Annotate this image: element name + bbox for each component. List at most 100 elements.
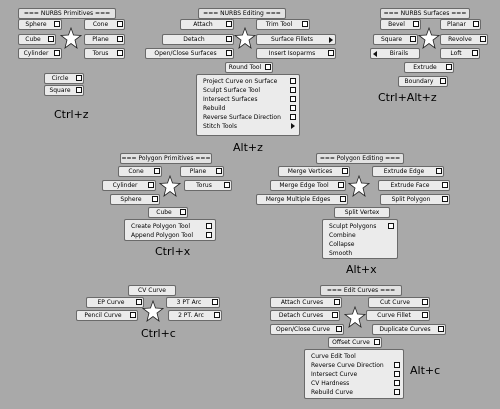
cube-button[interactable]: Cube <box>18 34 56 45</box>
ep-curve-button[interactable]: EP Curve <box>86 297 144 308</box>
option-box-icon[interactable] <box>328 50 334 56</box>
split-vertex-button[interactable]: Split Vertex <box>334 207 390 218</box>
cut-curve-button[interactable]: Cut Curve <box>368 297 430 308</box>
option-box-icon[interactable] <box>480 36 486 42</box>
option-box-icon[interactable] <box>117 21 123 27</box>
option-box-icon[interactable] <box>442 196 448 202</box>
option-box-icon[interactable] <box>340 196 346 202</box>
option-box-icon[interactable] <box>302 21 308 27</box>
option-box-icon[interactable] <box>148 182 154 188</box>
birails-button[interactable]: Birails <box>370 48 420 59</box>
bevel-button[interactable]: Bevel <box>380 19 421 30</box>
menu-item-stitch-tools[interactable]: Stitch Tools <box>197 122 299 131</box>
menu-item-cv-hardness[interactable]: CV Hardness <box>305 379 403 388</box>
option-box-icon[interactable] <box>206 223 212 229</box>
menu-item-collapse[interactable]: Collapse <box>329 241 355 248</box>
option-box-icon[interactable] <box>394 389 400 395</box>
sphere-button[interactable]: Sphere <box>18 19 62 30</box>
two-pt-arc-button[interactable]: 2 PT. Arc <box>168 310 222 321</box>
open-close-curve-button[interactable]: Open/Close Curve <box>270 324 344 335</box>
option-box-icon[interactable] <box>226 50 232 56</box>
option-box-icon[interactable] <box>76 75 82 81</box>
poly-cube-button[interactable]: Cube <box>148 207 188 218</box>
merge-multiple-edges-button[interactable]: Merge Multiple Edges <box>256 194 348 205</box>
three-pt-arc-button[interactable]: 3 PT Arc <box>166 297 220 308</box>
option-box-icon[interactable] <box>290 114 296 120</box>
option-box-icon[interactable] <box>374 339 380 345</box>
circle-button[interactable]: Circle <box>44 73 84 84</box>
curve-fillet-button[interactable]: Curve Fillet <box>366 310 430 321</box>
option-box-icon[interactable] <box>394 380 400 386</box>
torus-button[interactable]: Torus <box>84 48 125 59</box>
poly-cylinder-button[interactable]: Cylinder <box>102 180 156 191</box>
menu-item-sculpt-polygons[interactable]: Sculpt Polygons <box>323 222 397 231</box>
option-box-icon[interactable] <box>422 299 428 305</box>
revolve-button[interactable]: Revolve <box>440 34 488 45</box>
cone-button[interactable]: Cone <box>84 19 125 30</box>
option-box-icon[interactable] <box>438 326 444 332</box>
option-box-icon[interactable] <box>136 299 142 305</box>
attach-button[interactable]: Attach <box>180 19 234 30</box>
option-box-icon[interactable] <box>130 312 136 318</box>
option-box-icon[interactable] <box>472 50 478 56</box>
option-box-icon[interactable] <box>394 362 400 368</box>
boundary-button[interactable]: Boundary <box>398 76 448 87</box>
round-tool-button[interactable]: Round Tool <box>225 62 273 73</box>
option-box-icon[interactable] <box>290 96 296 102</box>
poly-torus-button[interactable]: Torus <box>184 180 232 191</box>
option-box-icon[interactable] <box>226 21 232 27</box>
option-box-icon[interactable] <box>226 36 232 42</box>
menu-item-project-curve[interactable]: Project Curve on Surface <box>197 77 299 86</box>
menu-item-reverse-surface[interactable]: Reverse Surface Direction <box>197 113 299 122</box>
menu-item-combine[interactable]: Combine <box>329 232 356 239</box>
poly-plane-button[interactable]: Plane <box>180 166 224 177</box>
option-box-icon[interactable] <box>117 50 123 56</box>
option-box-icon[interactable] <box>290 78 296 84</box>
option-box-icon[interactable] <box>76 87 82 93</box>
menu-item-reverse-curve[interactable]: Reverse Curve Direction <box>305 361 403 370</box>
cv-curve-button[interactable]: CV Curve <box>128 285 176 296</box>
option-box-icon[interactable] <box>338 182 344 188</box>
square-surface-button[interactable]: Square <box>373 34 418 45</box>
option-box-icon[interactable] <box>332 312 338 318</box>
merge-vertices-button[interactable]: Merge Vertices <box>278 166 350 177</box>
option-box-icon[interactable] <box>214 312 220 318</box>
duplicate-curves-button[interactable]: Duplicate Curves <box>372 324 446 335</box>
option-box-icon[interactable] <box>54 21 60 27</box>
square-button[interactable]: Square <box>44 85 84 96</box>
option-box-icon[interactable] <box>442 182 448 188</box>
detach-curves-button[interactable]: Detach Curves <box>270 310 340 321</box>
option-box-icon[interactable] <box>54 50 60 56</box>
option-box-icon[interactable] <box>413 21 419 27</box>
menu-item-create-polygon[interactable]: Create Polygon Tool <box>125 222 215 231</box>
extrude-edge-button[interactable]: Extrude Edge <box>372 166 444 177</box>
menu-item-rebuild-curve[interactable]: Rebuild Curve <box>305 388 403 397</box>
menu-item-append-polygon[interactable]: Append Polygon Tool <box>125 231 215 240</box>
option-box-icon[interactable] <box>206 232 212 238</box>
option-box-icon[interactable] <box>388 223 394 229</box>
split-polygon-button[interactable]: Split Polygon <box>380 194 450 205</box>
poly-sphere-button[interactable]: Sphere <box>110 194 160 205</box>
option-box-icon[interactable] <box>48 36 54 42</box>
option-box-icon[interactable] <box>446 64 452 70</box>
option-box-icon[interactable] <box>212 299 218 305</box>
attach-curves-button[interactable]: Attach Curves <box>270 297 342 308</box>
option-box-icon[interactable] <box>342 168 348 174</box>
option-box-icon[interactable] <box>216 168 222 174</box>
option-box-icon[interactable] <box>422 312 428 318</box>
option-box-icon[interactable] <box>436 168 442 174</box>
poly-cone-button[interactable]: Cone <box>118 166 162 177</box>
offset-curve-button[interactable]: Offset Curve <box>328 337 382 348</box>
menu-item-curve-edit-tool[interactable]: Curve Edit Tool <box>311 353 356 360</box>
option-box-icon[interactable] <box>290 105 296 111</box>
option-box-icon[interactable] <box>440 78 446 84</box>
plane-button[interactable]: Plane <box>84 34 125 45</box>
option-box-icon[interactable] <box>180 209 186 215</box>
extrude-surface-button[interactable]: Extrude <box>404 62 454 73</box>
option-box-icon[interactable] <box>334 299 340 305</box>
option-box-icon[interactable] <box>117 36 123 42</box>
option-box-icon[interactable] <box>224 182 230 188</box>
option-box-icon[interactable] <box>265 64 271 70</box>
option-box-icon[interactable] <box>473 21 479 27</box>
trim-tool-button[interactable]: Trim Tool <box>256 19 310 30</box>
